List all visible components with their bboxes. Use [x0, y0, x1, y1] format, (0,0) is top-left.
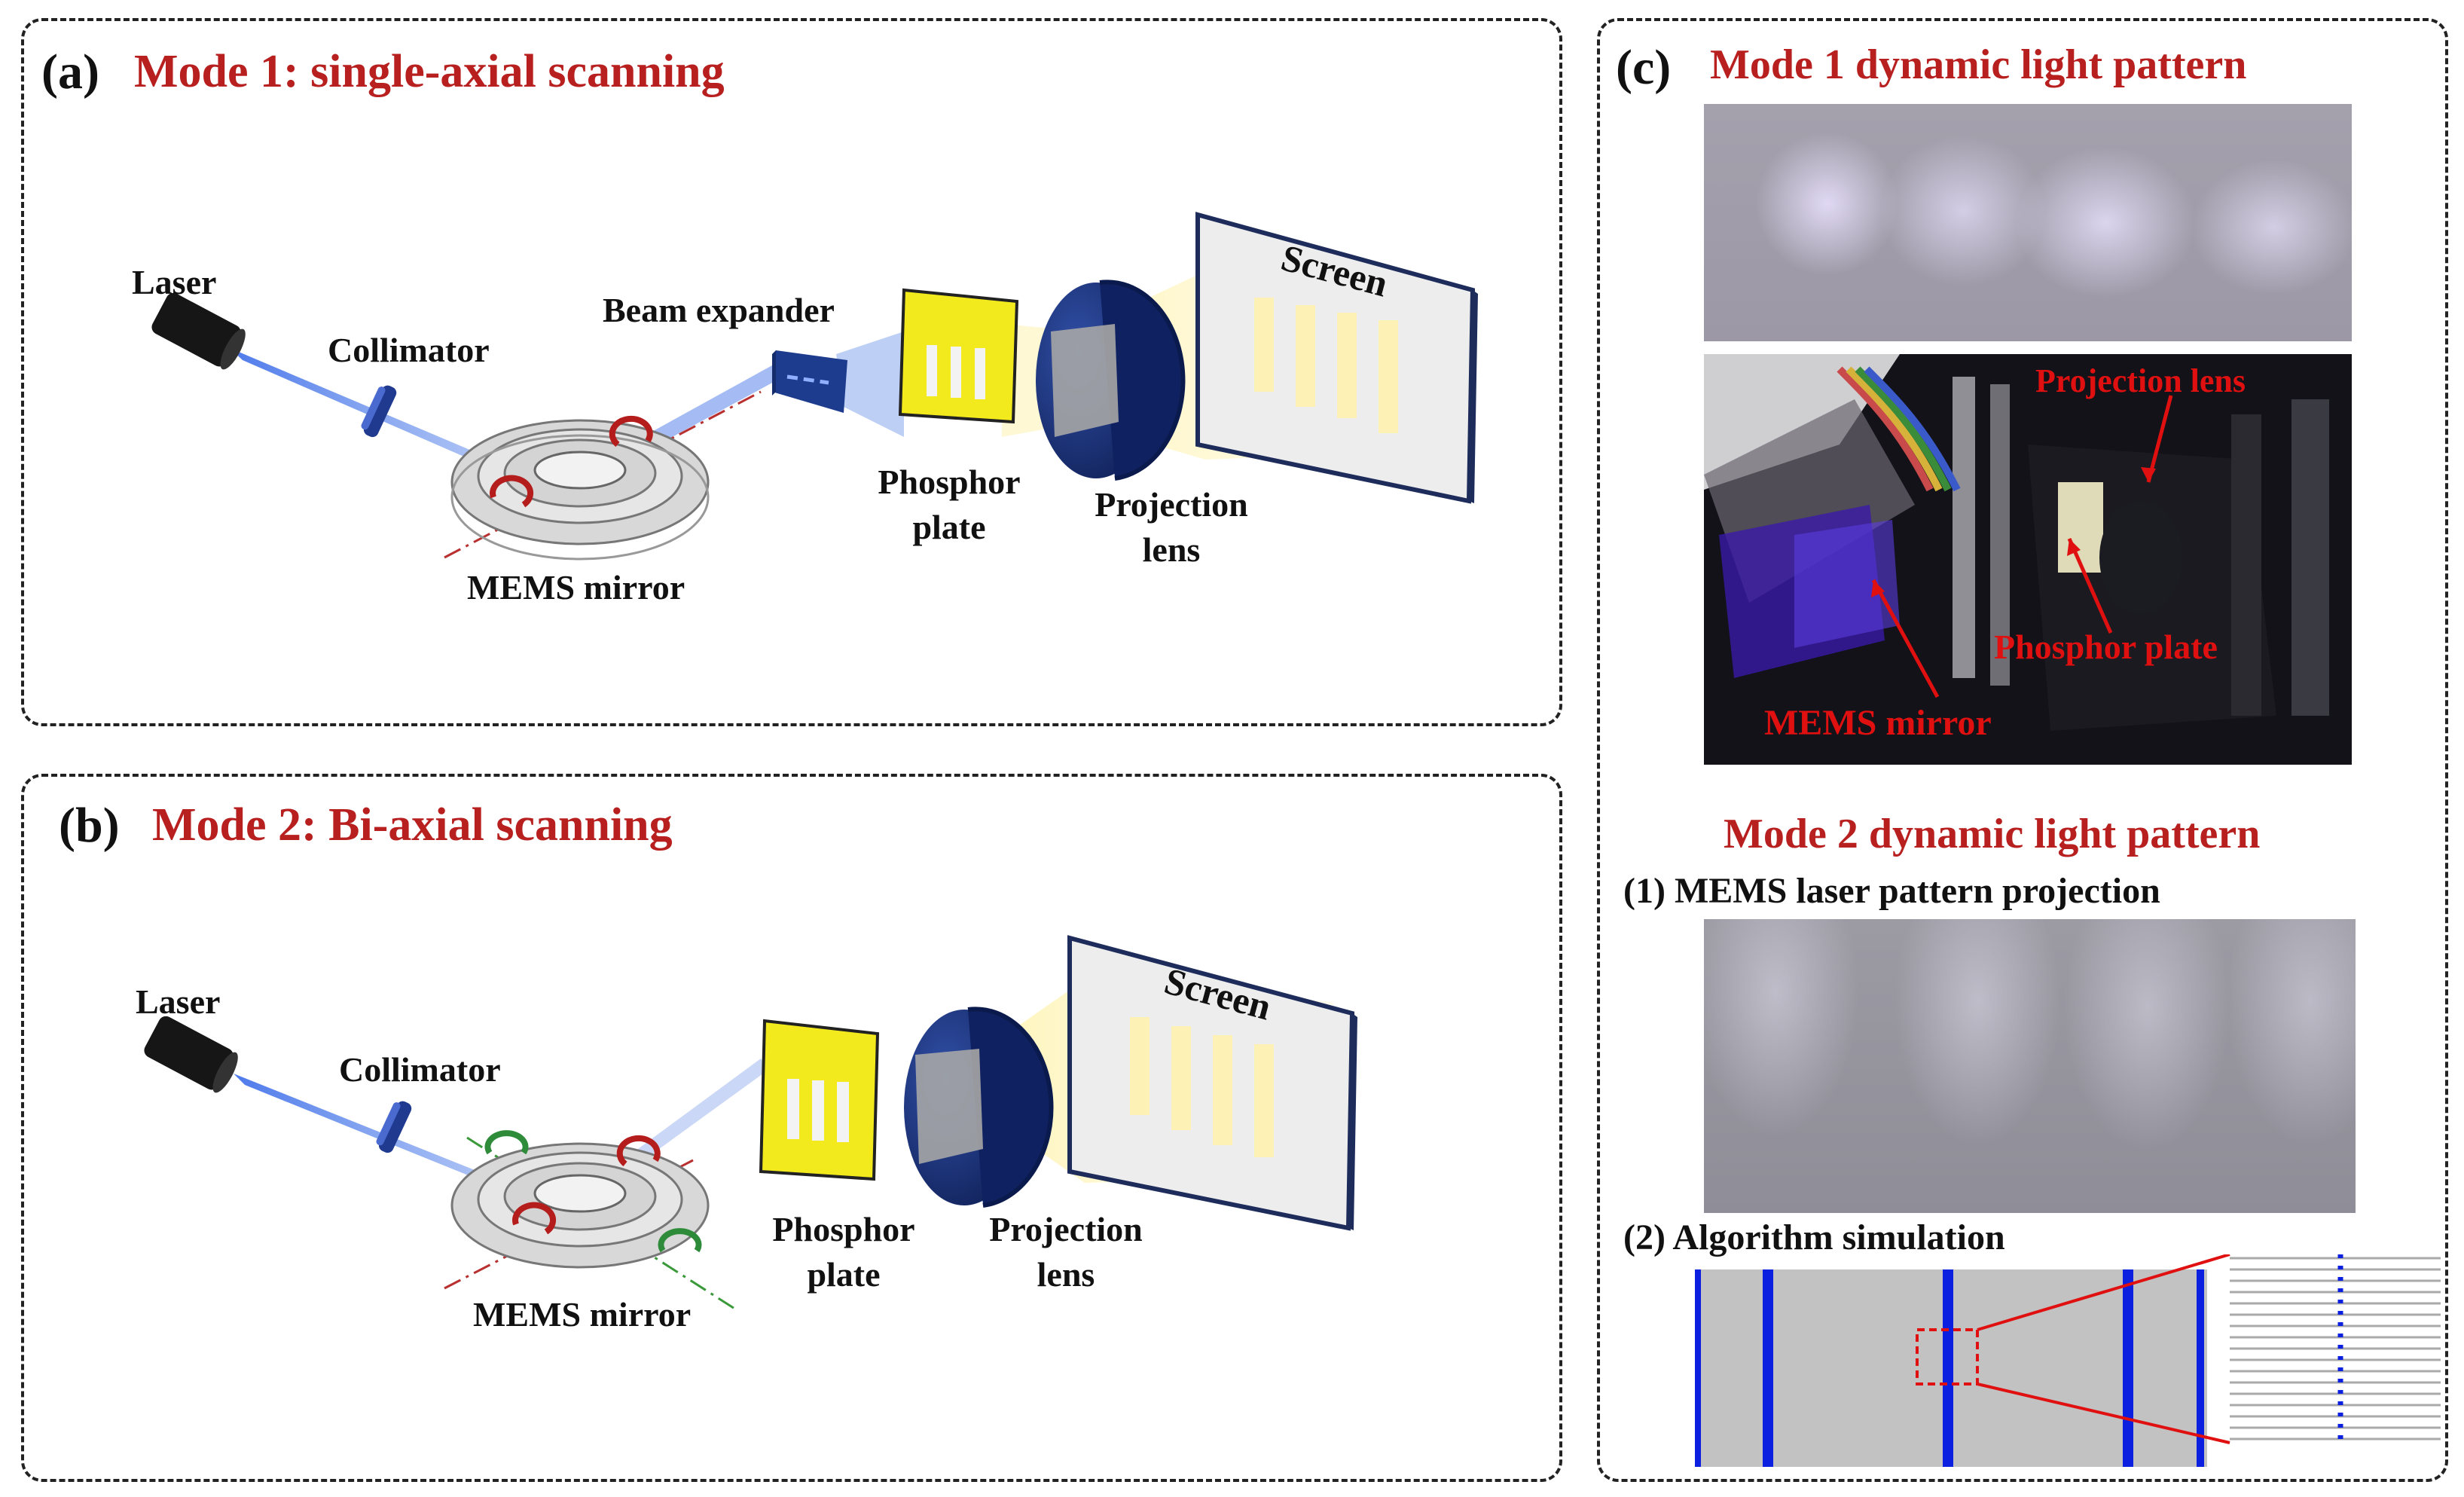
mode1-hardware-photo: Projection lens Phosphor plate MEMS mirr… [1704, 354, 2352, 765]
panel-a-frame [21, 18, 1562, 726]
panel-c-letter: (c) [1616, 40, 1672, 95]
rotation-axis-b2 [466, 1136, 739, 1312]
zoom-box [1916, 1328, 1979, 1385]
mode2-pattern-photo [1704, 919, 2356, 1213]
panel-a-letter: (a) [41, 44, 99, 99]
screen-a [1195, 212, 1478, 504]
algorithm-simulation [1695, 1254, 2441, 1467]
sim-line-5 [2197, 1269, 2204, 1467]
label-mems-b: MEMS mirror [473, 1295, 692, 1334]
photo-label-phosphor: Phosphor plate [1994, 628, 2218, 666]
sim-line-3 [1943, 1269, 1953, 1467]
label-projection-a: Projection lens [1095, 485, 1248, 569]
panel-b-letter: (b) [59, 798, 120, 853]
laser-a [151, 292, 246, 370]
label-collimator-a: Collimator [328, 331, 490, 369]
panel-c-title-mode2: Mode 2 dynamic light pattern [1724, 811, 2261, 857]
photo-label-projection: Projection lens [2035, 362, 2246, 399]
panel-a-title: Mode 1: single-axial scanning [134, 46, 725, 97]
photo-label-mems: MEMS mirror [1764, 703, 1992, 743]
arrow-phosphor-plate [2067, 537, 2113, 634]
beam-expander-a [772, 350, 847, 413]
panel-c-sub1: (1) MEMS laser pattern projection [1623, 871, 2160, 911]
screen-b [1067, 935, 1357, 1231]
sim-line-4 [2123, 1269, 2133, 1467]
expanded-beam-a [836, 331, 904, 437]
mode1-pattern-photo [1704, 104, 2352, 341]
label-mems-a: MEMS mirror [467, 568, 685, 606]
collimator-b [376, 1101, 412, 1153]
panel-b-frame [21, 774, 1562, 1482]
label-projection-b: Projection lens [989, 1210, 1143, 1294]
panel-c-title-mode1: Mode 1 dynamic light pattern [1710, 41, 2247, 88]
label-collimator-b: Collimator [339, 1050, 501, 1089]
projection-lens-b [904, 1007, 1054, 1208]
arrow-projection-lens [2146, 395, 2173, 483]
panel-b-diagram [144, 935, 1357, 1312]
panel-a-diagram [151, 212, 1478, 561]
projection-lens-a [1036, 280, 1186, 481]
laser-b [144, 1016, 238, 1093]
label-laser-a: Laser [132, 263, 217, 301]
mems-mirror-a [450, 415, 710, 561]
arrow-mems-mirror [1871, 579, 1940, 698]
panel-b-title: Mode 2: Bi-axial scanning [152, 799, 673, 851]
panel-c-sub2: (2) Algorithm simulation [1623, 1217, 2005, 1257]
label-phosphor-b: Phosphor plate [772, 1210, 915, 1294]
phosphor-plate-b [759, 1019, 880, 1181]
label-beam-expander-a: Beam expander [603, 291, 835, 329]
sim-line-1 [1695, 1269, 1701, 1467]
label-phosphor-a: Phosphor plate [878, 463, 1021, 546]
sim-line-2 [1763, 1269, 1773, 1467]
phosphor-plate-a [898, 288, 1019, 424]
zoom-detail [2230, 1254, 2441, 1443]
collimator-a [361, 385, 397, 438]
label-laser-b: Laser [136, 982, 221, 1021]
mems-mirror-b [450, 1130, 710, 1269]
panel-c-frame [1597, 18, 2448, 1482]
